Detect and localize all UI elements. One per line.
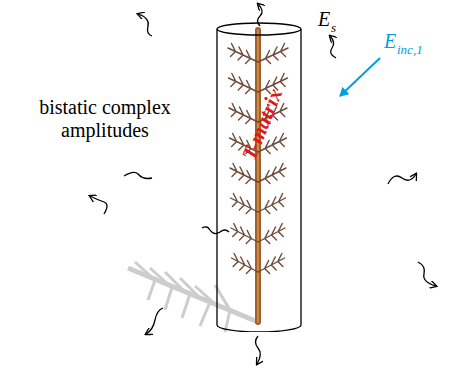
- incident-arrow: [340, 58, 380, 96]
- scattered-waves: [90, 4, 436, 364]
- caption-text: bistatic complex amplitudes: [20, 96, 190, 142]
- tree-shadow: [128, 262, 258, 332]
- field-symbol: E: [318, 8, 330, 31]
- field-symbol: E: [384, 30, 396, 53]
- tree: [228, 30, 288, 322]
- t-matrix-cylinder: T-matrix: [216, 22, 302, 332]
- cylinder-outline: [216, 22, 302, 332]
- field-subscript: inc,1: [397, 43, 423, 58]
- field-subscript: s: [331, 21, 336, 36]
- t-matrix-label: T-matrix: [237, 85, 288, 164]
